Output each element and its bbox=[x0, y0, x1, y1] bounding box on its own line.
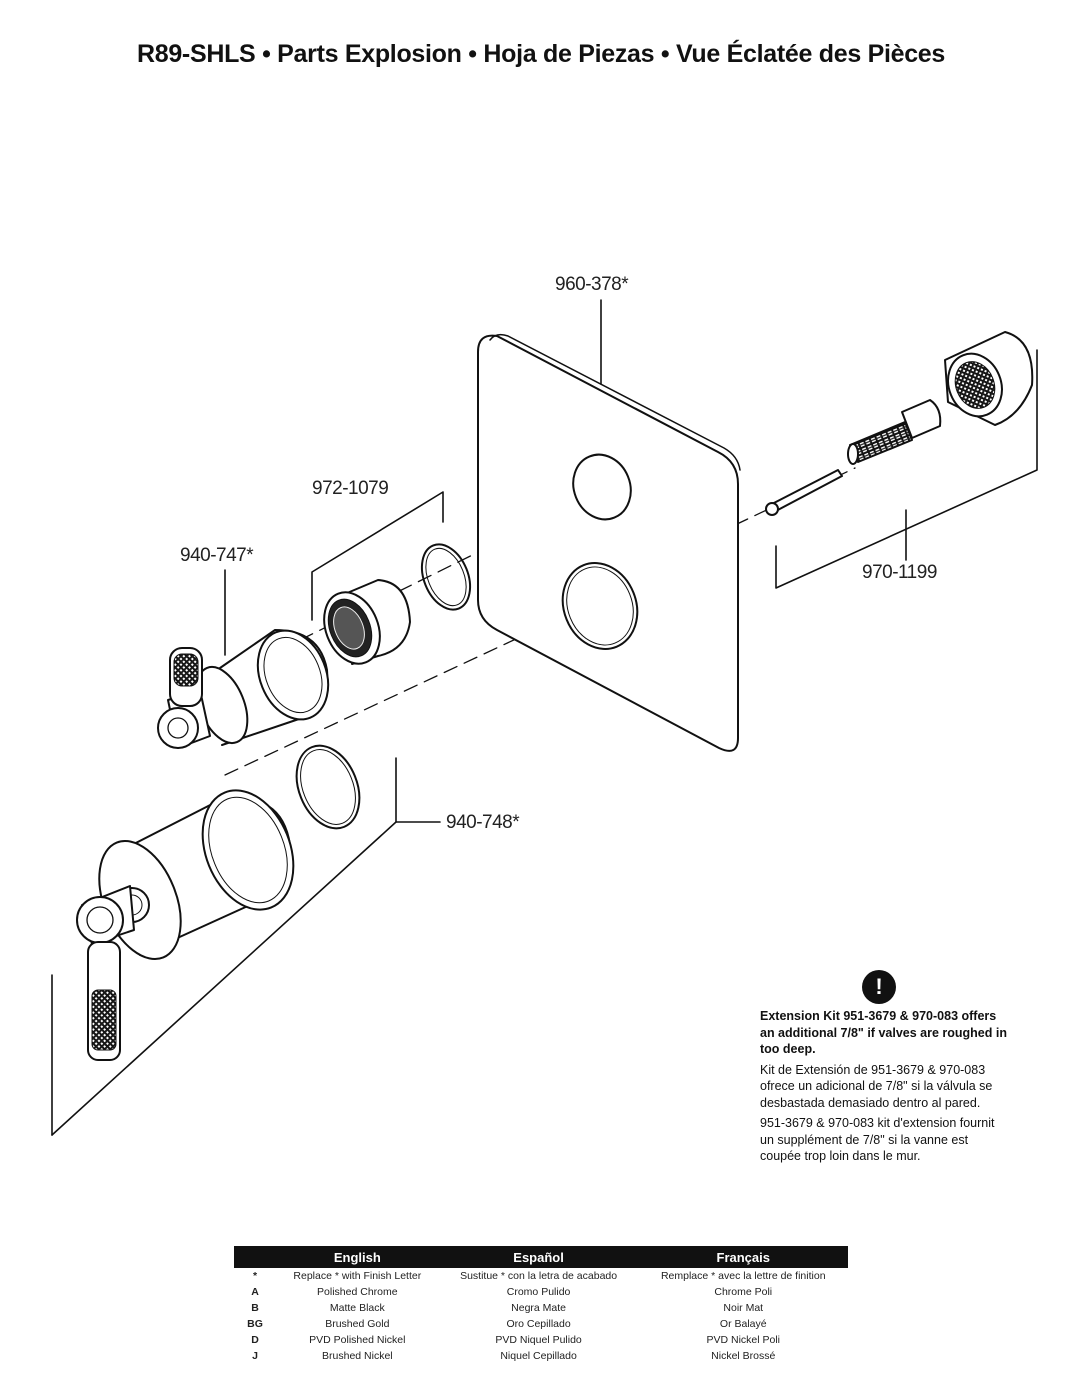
finish-spanish: Niquel Cepillado bbox=[500, 1350, 577, 1362]
diverter-handle bbox=[157, 629, 330, 749]
note-french: 951-3679 & 970-083 kit d'extension fourn… bbox=[760, 1116, 995, 1163]
extension-kit bbox=[765, 331, 1034, 516]
header-spanish: Español bbox=[438, 1246, 639, 1268]
header-french: Français bbox=[638, 1246, 848, 1268]
finish-code: * bbox=[252, 1270, 258, 1282]
finish-french: Remplace * avec la lettre de finition bbox=[660, 1270, 826, 1282]
finish-english: Brushed Nickel bbox=[322, 1350, 393, 1362]
callout-volume-handle: 940-748* bbox=[446, 812, 520, 833]
finish-spanish: Cromo Pulido bbox=[506, 1286, 571, 1298]
table-row: D PVD Polished Nickel PVD Niquel Pulido … bbox=[234, 1332, 848, 1348]
header-code bbox=[234, 1246, 276, 1268]
finish-table-header: English Español Français bbox=[234, 1246, 848, 1268]
finish-spanish: Sustitue * con la letra de acabado bbox=[460, 1270, 618, 1282]
leader-lines bbox=[51, 299, 1038, 1136]
table-row: A Polished Chrome Cromo Pulido Chrome Po… bbox=[234, 1284, 848, 1300]
finish-spanish: Oro Cepillado bbox=[506, 1318, 571, 1330]
note-spanish: Kit de Extensión de 951-3679 & 970-083 o… bbox=[760, 1062, 993, 1110]
finish-english: Replace * with Finish Letter bbox=[293, 1270, 422, 1282]
callout-cartridge-kit: 972-1079 bbox=[312, 478, 389, 499]
exclamation-icon: ! bbox=[862, 970, 896, 1004]
table-row: * Replace * with Finish Letter Sustitue … bbox=[234, 1268, 848, 1284]
extension-kit-note: Extension Kit 951-3679 & 970-083 offers … bbox=[760, 1008, 1010, 1169]
volume-handle bbox=[76, 789, 295, 1061]
finish-code: B bbox=[251, 1302, 259, 1314]
table-row: BG Brushed Gold Oro Cepillado Or Balayé bbox=[234, 1316, 848, 1332]
table-row: J Brushed Nickel Niquel Cepillado Nickel… bbox=[234, 1348, 848, 1364]
finish-french: Or Balayé bbox=[719, 1318, 767, 1330]
finish-code: D bbox=[251, 1334, 259, 1346]
finish-english: PVD Polished Nickel bbox=[309, 1334, 406, 1346]
callout-diverter-handle: 940-747* bbox=[180, 545, 254, 566]
finish-spanish: PVD Niquel Pulido bbox=[495, 1334, 582, 1346]
header-english: English bbox=[276, 1246, 439, 1268]
page-title: R89-SHLS • Parts Explosion • Hoja de Pie… bbox=[136, 40, 946, 68]
finish-code: J bbox=[252, 1350, 258, 1362]
finish-english: Brushed Gold bbox=[325, 1318, 390, 1330]
note-english: Extension Kit 951-3679 & 970-083 offers … bbox=[760, 1009, 1007, 1056]
finish-french: Nickel Brossé bbox=[711, 1350, 776, 1362]
o-ring-lower bbox=[295, 744, 361, 830]
callout-trim-plate: 960-378* bbox=[555, 274, 629, 295]
finish-spanish: Negra Mate bbox=[511, 1302, 566, 1314]
finish-french: PVD Nickel Poli bbox=[706, 1334, 781, 1346]
o-ring-upper bbox=[420, 543, 472, 611]
finish-table: English Español Français * Replace * wit… bbox=[234, 1246, 848, 1364]
finish-english: Matte Black bbox=[329, 1302, 385, 1314]
callout-extension-kit: 970-1199 bbox=[862, 562, 937, 583]
trim-plate bbox=[477, 333, 741, 752]
finish-code: BG bbox=[247, 1318, 263, 1330]
table-row: B Matte Black Negra Mate Noir Mat bbox=[234, 1300, 848, 1316]
finish-code: A bbox=[251, 1286, 259, 1298]
cartridge bbox=[323, 579, 411, 665]
finish-english: Polished Chrome bbox=[317, 1286, 398, 1298]
finish-french: Noir Mat bbox=[723, 1302, 764, 1314]
finish-french: Chrome Poli bbox=[714, 1286, 773, 1298]
